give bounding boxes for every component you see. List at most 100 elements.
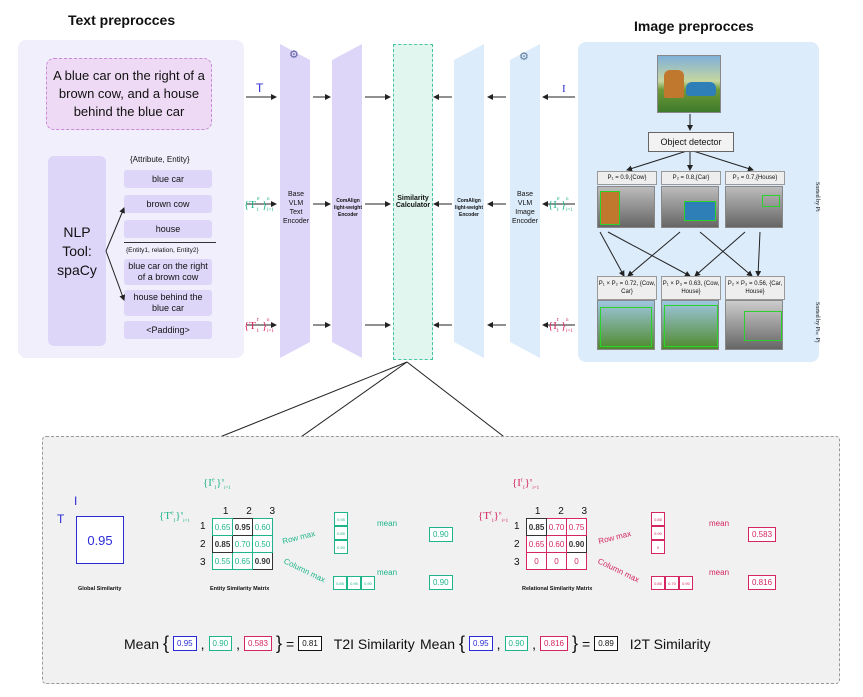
text-entity-embedding-label: {T: [244, 199, 256, 211]
svg-text:r: r: [257, 317, 259, 323]
text-relation-set-label: {Tri}ni=1: [478, 510, 509, 525]
arrow: [105, 250, 126, 301]
mini-cell: 0.85: [651, 512, 665, 526]
pair-image: [597, 300, 655, 350]
col-header: 2: [558, 506, 564, 517]
image-entity-embedding-label: {I: [548, 199, 557, 211]
mini-cell: 0.90: [651, 526, 665, 540]
cell: 0.55: [212, 552, 233, 570]
cell: 0.60: [546, 535, 567, 553]
global-term: 0.95: [469, 636, 493, 651]
global-I-label: I: [74, 494, 78, 508]
relation-matrix-label: Relational Similarity Matrix: [522, 586, 593, 592]
col-header: 3: [581, 506, 588, 517]
t2i-result: 0.81: [298, 636, 322, 651]
detection-tag: P₁ = 0.9,{Cow}: [597, 171, 657, 185]
svg-text:i: i: [557, 328, 559, 334]
entity-mean-label: mean: [377, 519, 398, 528]
cell: 0.60: [252, 518, 273, 536]
sort-label: Sorted by Pi: [814, 182, 820, 212]
svg-text:n: n: [566, 197, 569, 202]
svg-text:}: }: [262, 320, 267, 332]
text-light-encoder-shape: [332, 44, 362, 358]
image-base-encoder-shape: [510, 44, 540, 358]
global-similarity-value: 0.95: [76, 516, 124, 564]
object-detector: Object detector: [648, 132, 734, 152]
svg-text:e: e: [257, 196, 260, 202]
image-light-encoder-label: ComAlign light-weight Encoder: [454, 198, 484, 218]
relation-col-headers: 1 2 3: [526, 506, 596, 517]
svg-text:e: e: [557, 196, 560, 202]
detection-image: [597, 186, 655, 228]
detection-image: [725, 186, 783, 228]
detection-image: [661, 186, 719, 228]
gear-icon: ⚙: [519, 51, 529, 63]
relation-mean-label: mean: [709, 519, 730, 528]
image-entity-set-label: {Iei}ni=1: [203, 477, 231, 492]
text-base-encoder-label: Base VLM Text Encoder: [282, 191, 310, 225]
row-header: 2: [514, 539, 520, 550]
pair-image: [725, 300, 783, 350]
gear-icon: ⚙: [289, 49, 299, 61]
mini-cell: 0.90: [679, 576, 693, 590]
text-base-encoder-shape: [280, 44, 310, 358]
detection-tag: P₃ = 0.7,{House}: [725, 171, 785, 185]
row-header: 3: [514, 557, 520, 568]
mini-cell: 0.70: [665, 576, 679, 590]
mini-cell: 0: [651, 540, 665, 554]
svg-text:n: n: [267, 318, 270, 323]
text-relation-embedding-label: {T: [244, 320, 256, 332]
row-header: 3: [200, 557, 206, 568]
row-header: 2: [200, 539, 206, 550]
mean-label: Mean: [124, 635, 160, 652]
svg-text:i=1: i=1: [566, 208, 573, 213]
padding-item: <Padding>: [124, 321, 212, 339]
caption-box: A blue car on the right of a brown cow, …: [46, 58, 212, 130]
svg-text:i=1: i=1: [267, 329, 274, 334]
image-light-encoder-shape: [454, 44, 484, 358]
global-term: 0.95: [173, 636, 197, 651]
global-T-label: T: [57, 512, 65, 526]
cell: 0: [526, 552, 547, 570]
svg-text:i: i: [257, 328, 259, 334]
cell: 0: [566, 552, 587, 570]
cell: 0.85: [212, 535, 233, 553]
cell: 0.65: [526, 535, 547, 553]
relation-mean-label: mean: [709, 568, 730, 577]
col-header: 1: [222, 506, 229, 517]
cell: 0.65: [232, 552, 253, 570]
brace: {: [163, 633, 170, 653]
relation-row-max-column: 0.85 0.90 0: [651, 512, 665, 554]
divider: [124, 242, 216, 243]
mean-label: Mean: [420, 635, 456, 652]
cell: 0.95: [232, 518, 253, 536]
col-header: 1: [534, 506, 541, 517]
relation-item: blue car on the right of a brown cow: [124, 259, 212, 285]
attr-entity-item: brown cow: [124, 195, 212, 213]
sort-label: Sorted by Pi×Pj: [814, 302, 820, 343]
cell: 0.65: [212, 518, 233, 536]
entity-col-mean: 0.90: [429, 575, 453, 590]
cell: 0.70: [232, 535, 253, 553]
mini-cell: 0.90: [334, 540, 348, 554]
svg-text:i=1: i=1: [267, 208, 274, 213]
entity-matrix-label: Entity Similarity Matrix: [210, 586, 270, 592]
cell: 0.90: [252, 552, 273, 570]
cell: 0.75: [566, 518, 587, 536]
pair-tag: P₂ × P₃ = 0.56, {Car, House}: [725, 276, 785, 300]
global-similarity-label: Global Similarity: [78, 586, 122, 592]
mini-cell: 0.85: [651, 576, 665, 590]
pair-tag: P₁ × P₂ = 0.72, {Cow, Car}: [597, 276, 657, 300]
image-base-encoder-label: Base VLM Image Encoder: [511, 191, 539, 225]
cell: 0.50: [252, 535, 273, 553]
t2i-formula: Mean{ 0.95, 0.90, 0.583 }= 0.81 T2I Simi…: [124, 633, 415, 653]
brace: }: [276, 633, 283, 653]
relation-col-mean: 0.816: [748, 575, 777, 590]
image-relation-set-label: {Iri}ni=1: [512, 477, 540, 492]
attr-entity-item: house: [124, 220, 212, 238]
svg-text:i: i: [257, 207, 259, 213]
image-preprocess-title: Image preprocces: [634, 18, 754, 34]
attr-entity-item: blue car: [124, 170, 212, 188]
